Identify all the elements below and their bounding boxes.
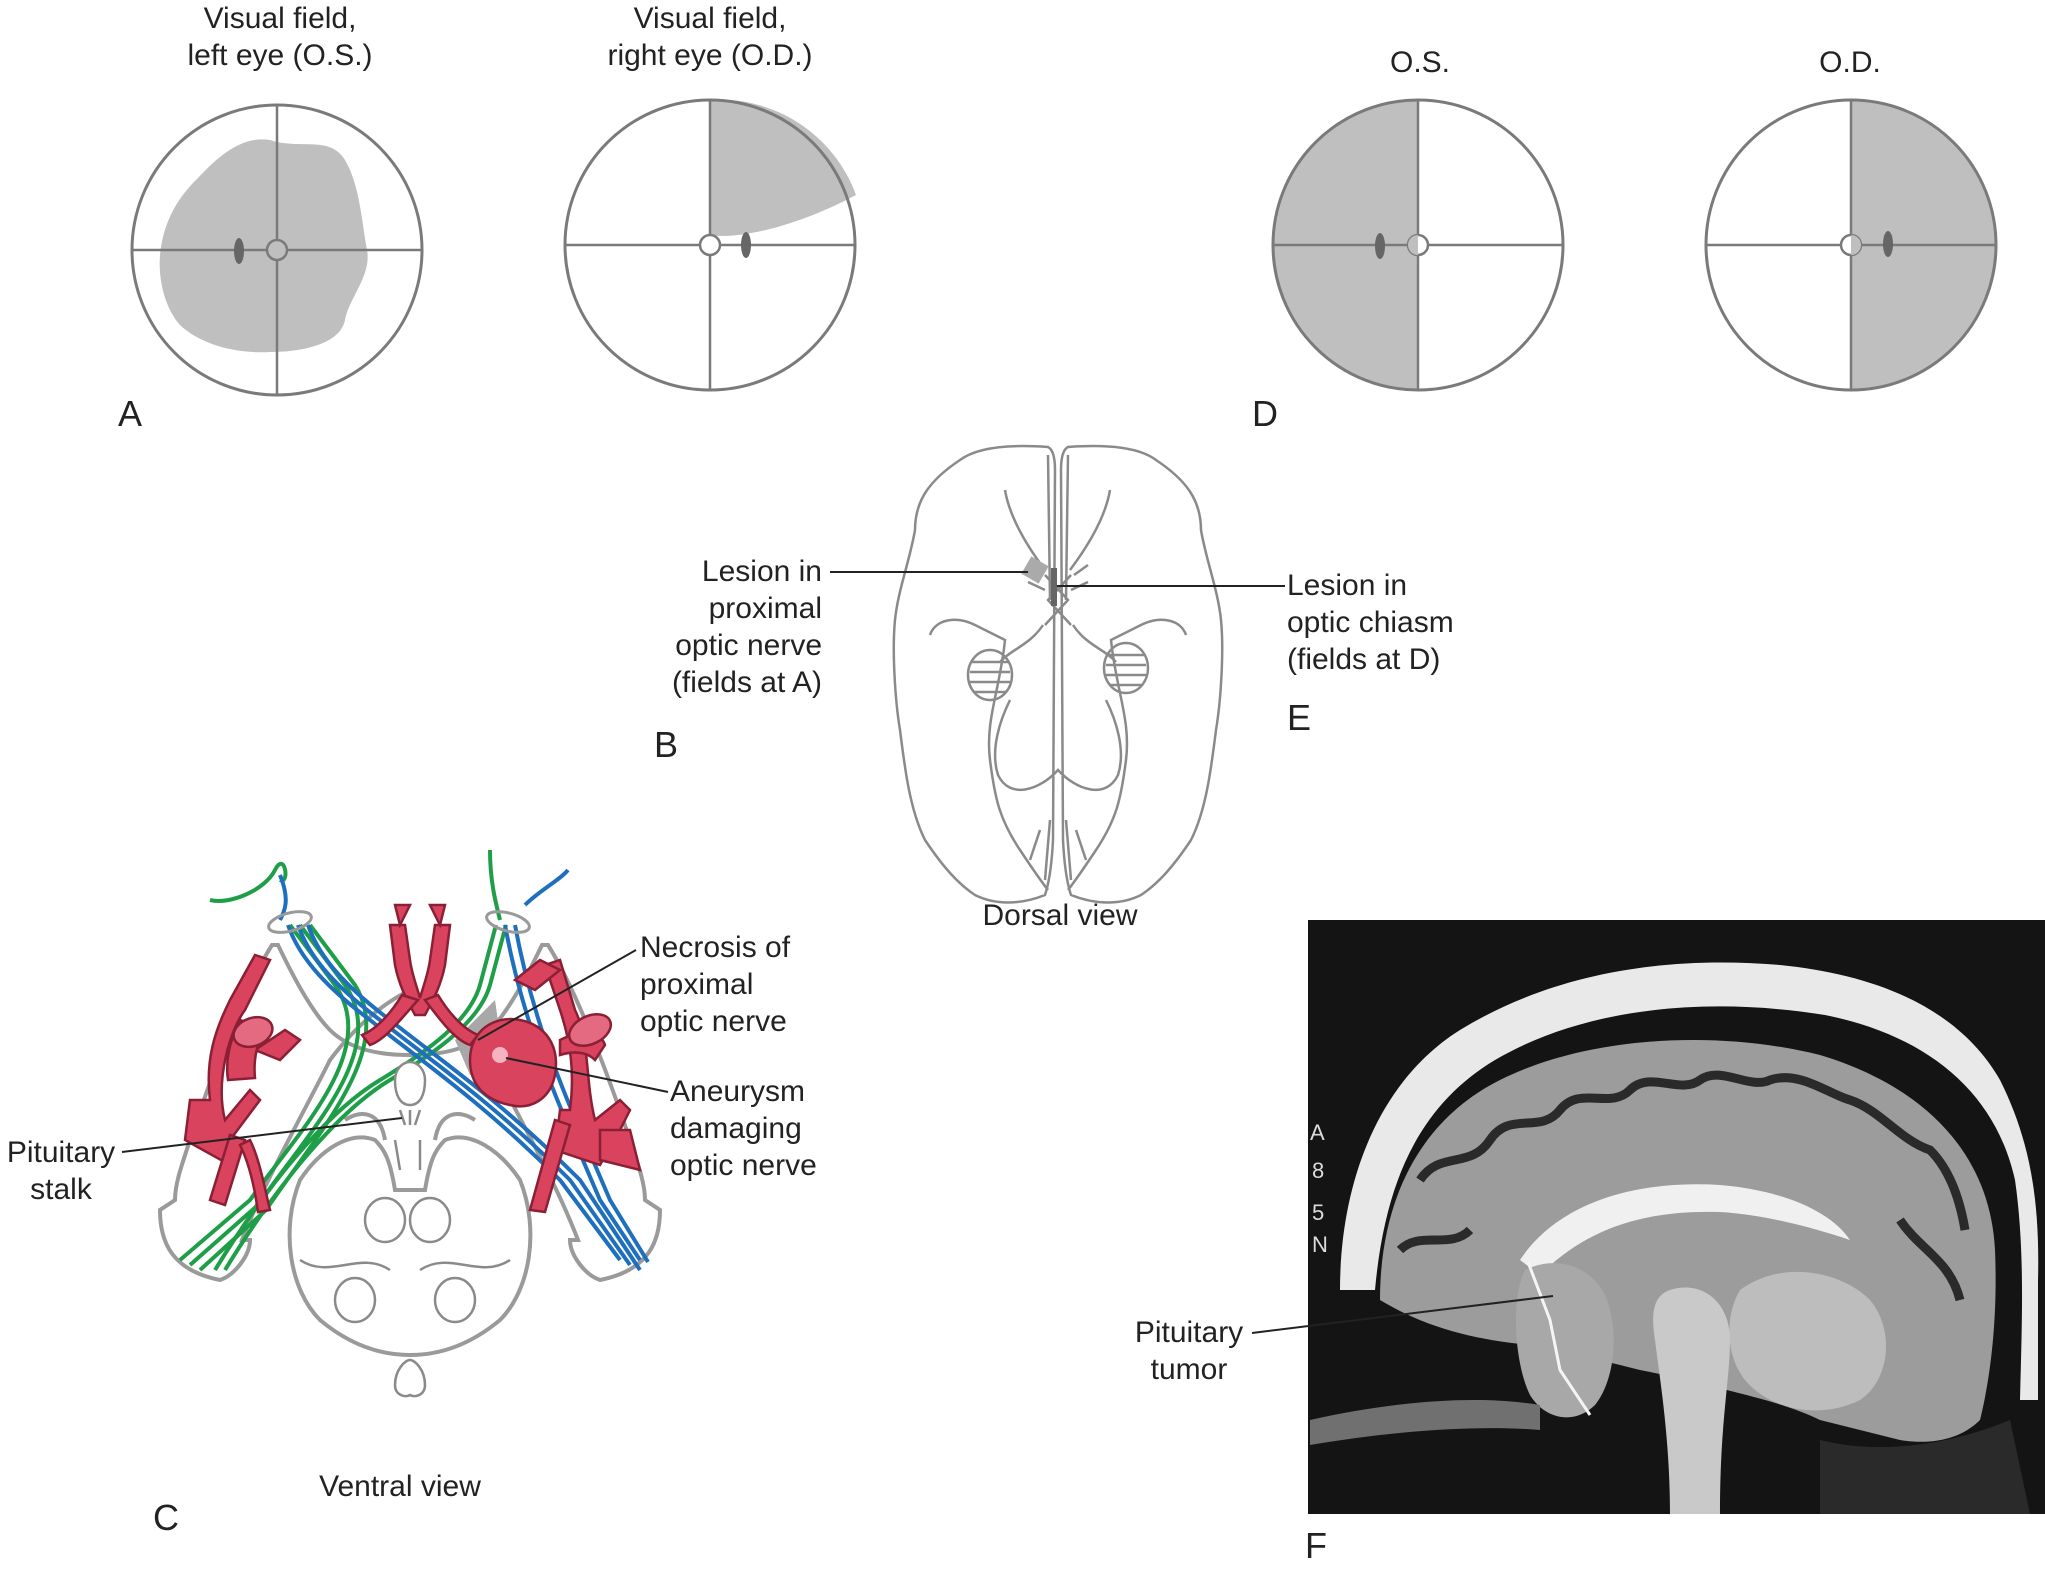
- lesion-proximal-optic-nerve-label: Lesion in proximal optic nerve (fields a…: [580, 553, 822, 701]
- brain-dorsal-view: [892, 444, 1224, 904]
- mri-corpus-callosum: [1520, 1184, 1850, 1275]
- mri-pituitary-tumor: [1515, 1263, 1614, 1418]
- mri-film-mark-1: 8: [1312, 1158, 1324, 1183]
- aneurysm: [468, 1017, 558, 1108]
- lesion-optic-chiasm: [1051, 568, 1057, 606]
- pituitary-stalk-label: Pituitary stalk: [0, 1134, 122, 1208]
- lesion-proximal-optic-nerve: [1021, 556, 1049, 584]
- pituitary-stalk: [393, 1060, 427, 1126]
- arterial-circle: [183, 903, 642, 1214]
- left-eye-title-line-1: Visual field,: [203, 2, 357, 35]
- os-field-title: O.S.: [1389, 46, 1450, 79]
- blind-spot: [234, 238, 244, 264]
- aneurysm-line-3: optic nerve: [670, 1149, 817, 1182]
- left-eye-field-title: Visual field, left eye (O.S.): [120, 0, 440, 74]
- visual-field-os-hemianopia: [1271, 98, 1565, 392]
- mri-film-mark-3: N: [1312, 1232, 1328, 1257]
- blind-spot: [1883, 231, 1893, 257]
- lesion-e-line-3: (fields at D): [1287, 643, 1441, 676]
- aneurysm-line-1: Aneurysm: [670, 1075, 806, 1108]
- lesion-b-line-3: optic nerve: [675, 629, 822, 662]
- pituitary-tumor-label: Pituitary tumor: [1110, 1314, 1268, 1388]
- panel-letter-c: C: [153, 1497, 179, 1538]
- panel-letter-f: F: [1305, 1525, 1327, 1566]
- lesion-e-line-1: Lesion in: [1287, 569, 1408, 602]
- aneurysm-label: Aneurysm damaging optic nerve: [670, 1073, 817, 1184]
- od-field-title: O.D.: [1819, 46, 1881, 79]
- necrosis-label: Necrosis of proximal optic nerve: [640, 929, 790, 1040]
- left-hemisphere-outline: [892, 444, 1057, 904]
- field-defect-upper-temporal: [710, 99, 856, 236]
- optic-fibers-nasal: [278, 868, 650, 1272]
- panel-letter-d: D: [1252, 393, 1278, 434]
- mri-brainstem: [1653, 1287, 1730, 1514]
- retina-curve-right: [523, 868, 570, 907]
- pituitary-tumor-line-1: Pituitary: [1134, 1316, 1244, 1349]
- dorsal-view-label: Dorsal view: [982, 899, 1138, 932]
- right-hemisphere-outline: [1059, 444, 1224, 904]
- lesion-b-line-4: (fields at A): [671, 666, 822, 699]
- necrosis-line-3: optic nerve: [640, 1005, 787, 1038]
- visual-field-right-eye: [563, 98, 857, 392]
- leader-necrosis: [477, 949, 637, 1041]
- necrosis-line-1: Necrosis of: [640, 931, 791, 964]
- mri-cerebellum: [1729, 1271, 1887, 1411]
- field-defect-central-scotoma: [159, 139, 368, 353]
- aneurysm-line-2: damaging: [670, 1112, 802, 1145]
- blind-spot: [741, 232, 751, 258]
- left-eye-title-line-2: left eye (O.S.): [187, 39, 373, 72]
- pons-outline: [287, 1135, 533, 1358]
- fixation-point: [265, 238, 289, 262]
- panel-letter-a: A: [118, 393, 143, 434]
- mri-gyri: [1396, 1070, 1970, 1302]
- right-eye-title-line-1: Visual field,: [633, 2, 787, 35]
- optic-nerve-collars: [267, 910, 531, 934]
- blind-spot: [1375, 233, 1385, 259]
- pituitary-tumor-line-2: tumor: [1150, 1353, 1228, 1386]
- right-eye-title-line-2: right eye (O.D.): [607, 39, 813, 72]
- left-internal-carotid: [183, 953, 272, 1168]
- visual-field-left-eye: [130, 103, 424, 397]
- panel-letter-b: B: [654, 724, 679, 765]
- ventral-view-label: Ventral view: [319, 1470, 481, 1503]
- fixation-point: [698, 233, 722, 257]
- pituitary-stalk-line-2: stalk: [30, 1173, 92, 1206]
- leader-pituitary-stalk: [121, 1117, 403, 1153]
- lesion-b-line-1: Lesion in: [701, 555, 822, 588]
- visual-field-od-hemianopia: [1704, 98, 1998, 392]
- ventral-detail-lines: [299, 1139, 511, 1398]
- lesion-b-line-2: proximal: [708, 592, 822, 625]
- mri-tumor-boundary: [1526, 1261, 1592, 1416]
- right-eye-field-title: Visual field, right eye (O.D.): [550, 0, 870, 74]
- mri-film-mark-0: A: [1310, 1120, 1325, 1145]
- leader-aneurysm: [505, 1057, 669, 1093]
- mri-film-mark-2: 5: [1312, 1200, 1324, 1225]
- lesion-e-line-2: optic chiasm: [1287, 606, 1454, 639]
- leader-pituitary-tumor: [1251, 1295, 1554, 1334]
- panel-letter-e: E: [1287, 697, 1312, 738]
- right-internal-carotid: [543, 958, 632, 1167]
- retina-curve-left: [209, 861, 288, 903]
- pituitary-stalk-line-1: Pituitary: [6, 1136, 116, 1169]
- mri-sagittal-image: A 8 5 N: [1308, 920, 2045, 1514]
- lesion-optic-chiasm-label: Lesion in optic chiasm (fields at D): [1287, 567, 1454, 678]
- necrosis-line-2: proximal: [640, 968, 754, 1001]
